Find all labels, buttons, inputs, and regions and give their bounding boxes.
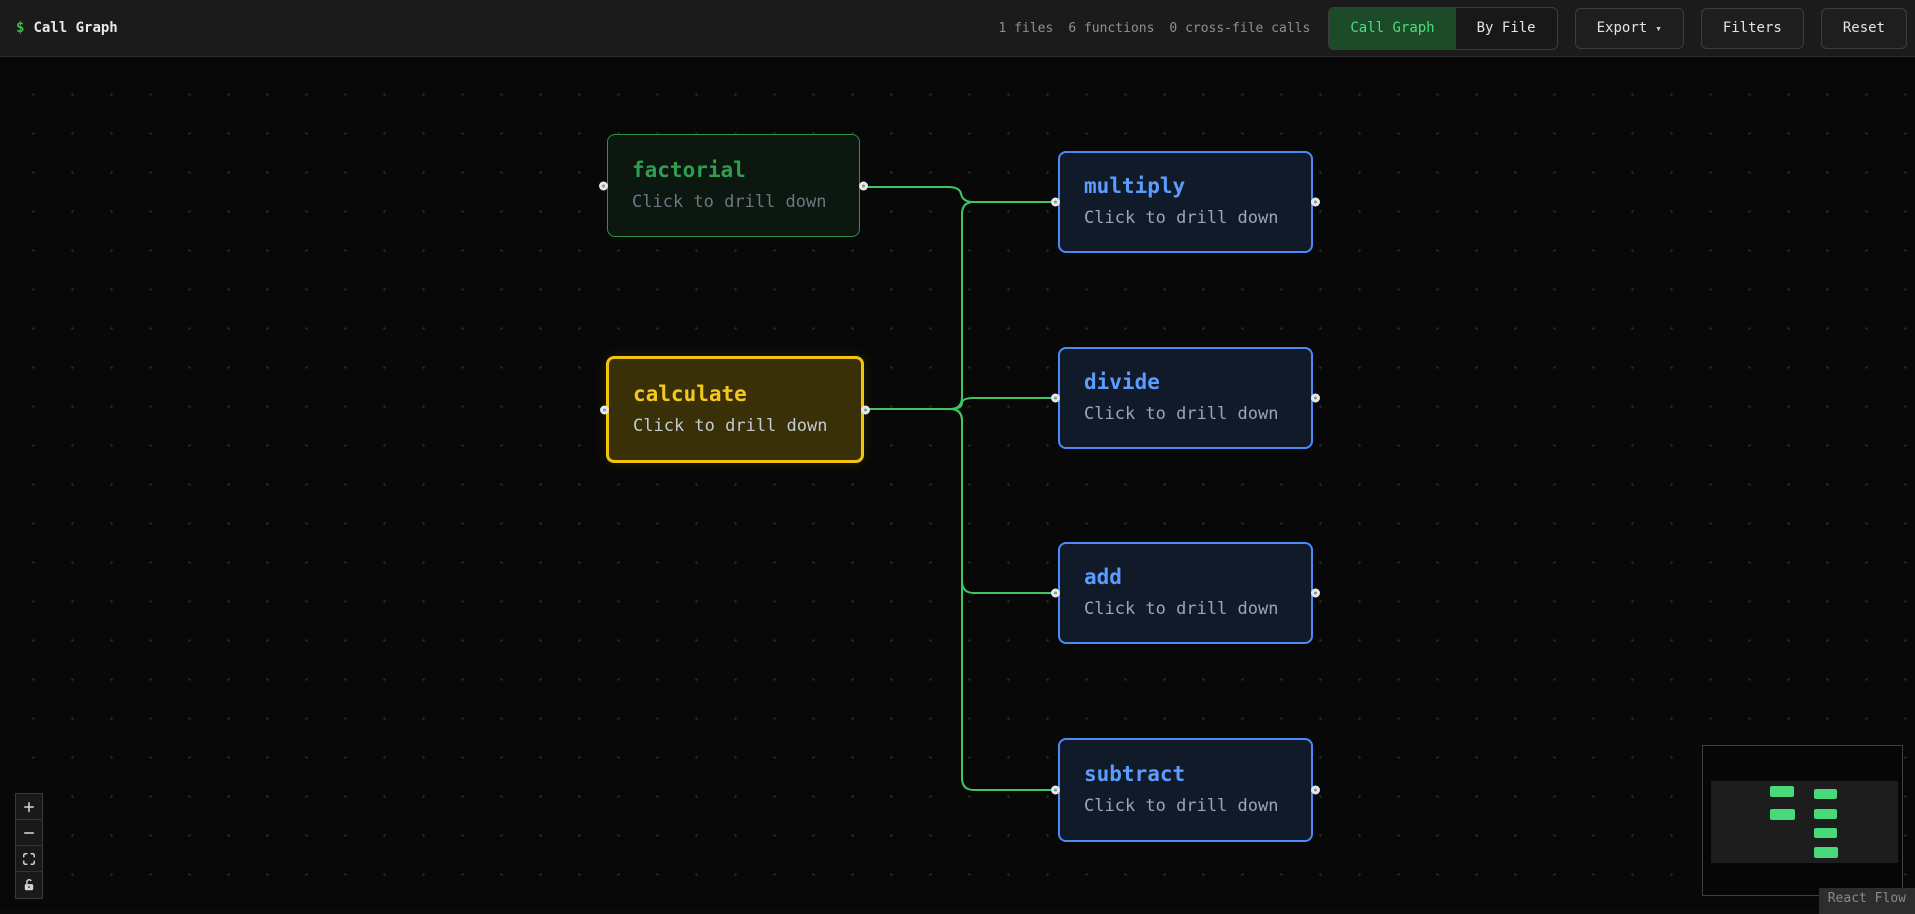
zoom-in-button[interactable]: [16, 794, 42, 820]
handle-target-add[interactable]: [1051, 588, 1060, 598]
canvas-controls: [15, 793, 43, 899]
node-factorial[interactable]: factorial Click to drill down: [599, 134, 868, 237]
minimap-node-calculate: [1770, 809, 1795, 820]
filters-button[interactable]: Filters: [1700, 7, 1804, 49]
handle-source-multiply[interactable]: [1311, 197, 1320, 207]
edge-calculate-subtract: [863, 408, 1059, 791]
node-title: calculate: [633, 381, 747, 406]
stat-files: 1 files: [998, 20, 1054, 36]
minimap-node-multiply: [1814, 789, 1837, 799]
lock-toggle-button[interactable]: [16, 872, 42, 898]
zoom-out-button[interactable]: [16, 820, 42, 846]
prompt-icon: $: [16, 20, 25, 36]
app-title-text: Call Graph: [33, 20, 118, 36]
handle-target-divide[interactable]: [1051, 393, 1060, 403]
graph-stats: 1 files 6 functions 0 cross-file calls: [999, 21, 1311, 36]
handle-source-add[interactable]: [1311, 588, 1320, 598]
handle-source-subtract[interactable]: [1311, 785, 1320, 795]
view-toggle: Call Graph By File: [1328, 6, 1558, 50]
edges-layer: [859, 186, 1059, 791]
node-title: factorial: [632, 157, 746, 182]
handle-source-calculate[interactable]: [861, 405, 870, 414]
minimap[interactable]: [1702, 745, 1903, 896]
fit-view-icon: [23, 852, 35, 865]
minimap-node-subtract: [1814, 847, 1838, 858]
node-add[interactable]: add Click to drill down: [1051, 542, 1320, 644]
stat-functions: 6 functions: [1068, 20, 1155, 36]
edge-calculate-multiply: [863, 201, 1059, 410]
unlock-icon: [24, 879, 34, 891]
node-multiply[interactable]: multiply Click to drill down: [1051, 151, 1320, 253]
handle-target-calculate[interactable]: [600, 405, 609, 414]
plus-icon: [24, 801, 34, 812]
minimap-viewport: [1711, 781, 1898, 863]
node-title: multiply: [1084, 174, 1186, 199]
minimap-node-add: [1814, 828, 1837, 838]
chevron-down-icon: ▾: [1655, 21, 1662, 35]
edge-factorial-multiply: [859, 186, 1059, 203]
handle-target-multiply[interactable]: [1051, 197, 1060, 207]
export-button-label: Export: [1596, 20, 1648, 36]
handle-target-factorial[interactable]: [599, 181, 608, 190]
node-title: divide: [1084, 370, 1160, 395]
node-subtitle: Click to drill down: [632, 191, 827, 212]
minimap-node-factorial: [1770, 786, 1794, 797]
minimap-node-divide: [1814, 809, 1837, 819]
node-title: add: [1084, 565, 1122, 590]
export-button[interactable]: Export ▾: [1574, 7, 1684, 49]
node-subtitle: Click to drill down: [1084, 208, 1279, 229]
node-subtitle: Click to drill down: [1084, 796, 1279, 817]
toolbar: $ Call Graph 1 files 6 functions 0 cross…: [0, 0, 1915, 57]
fit-view-button[interactable]: [16, 846, 42, 872]
graph-canvas[interactable]: factorial Click to drill down calculate …: [0, 57, 1915, 914]
node-subtitle: Click to drill down: [1084, 404, 1279, 425]
tab-by-file[interactable]: By File: [1456, 8, 1557, 49]
reset-button[interactable]: Reset: [1820, 7, 1907, 49]
app-title: $ Call Graph: [16, 20, 118, 36]
node-subtract[interactable]: subtract Click to drill down: [1051, 738, 1320, 842]
handle-source-divide[interactable]: [1311, 393, 1320, 403]
minus-icon: [24, 831, 34, 834]
handle-source-factorial[interactable]: [859, 181, 868, 190]
node-divide[interactable]: divide Click to drill down: [1051, 347, 1320, 449]
node-title: subtract: [1084, 762, 1186, 787]
node-subtitle: Click to drill down: [633, 415, 828, 436]
stat-cross-file-calls: 0 cross-file calls: [1169, 20, 1311, 36]
react-flow-attribution[interactable]: React Flow: [1818, 888, 1915, 914]
node-subtitle: Click to drill down: [1084, 599, 1279, 620]
node-calculate[interactable]: calculate Click to drill down: [600, 356, 870, 463]
tab-call-graph[interactable]: Call Graph: [1329, 7, 1456, 49]
handle-target-subtract[interactable]: [1051, 785, 1060, 795]
